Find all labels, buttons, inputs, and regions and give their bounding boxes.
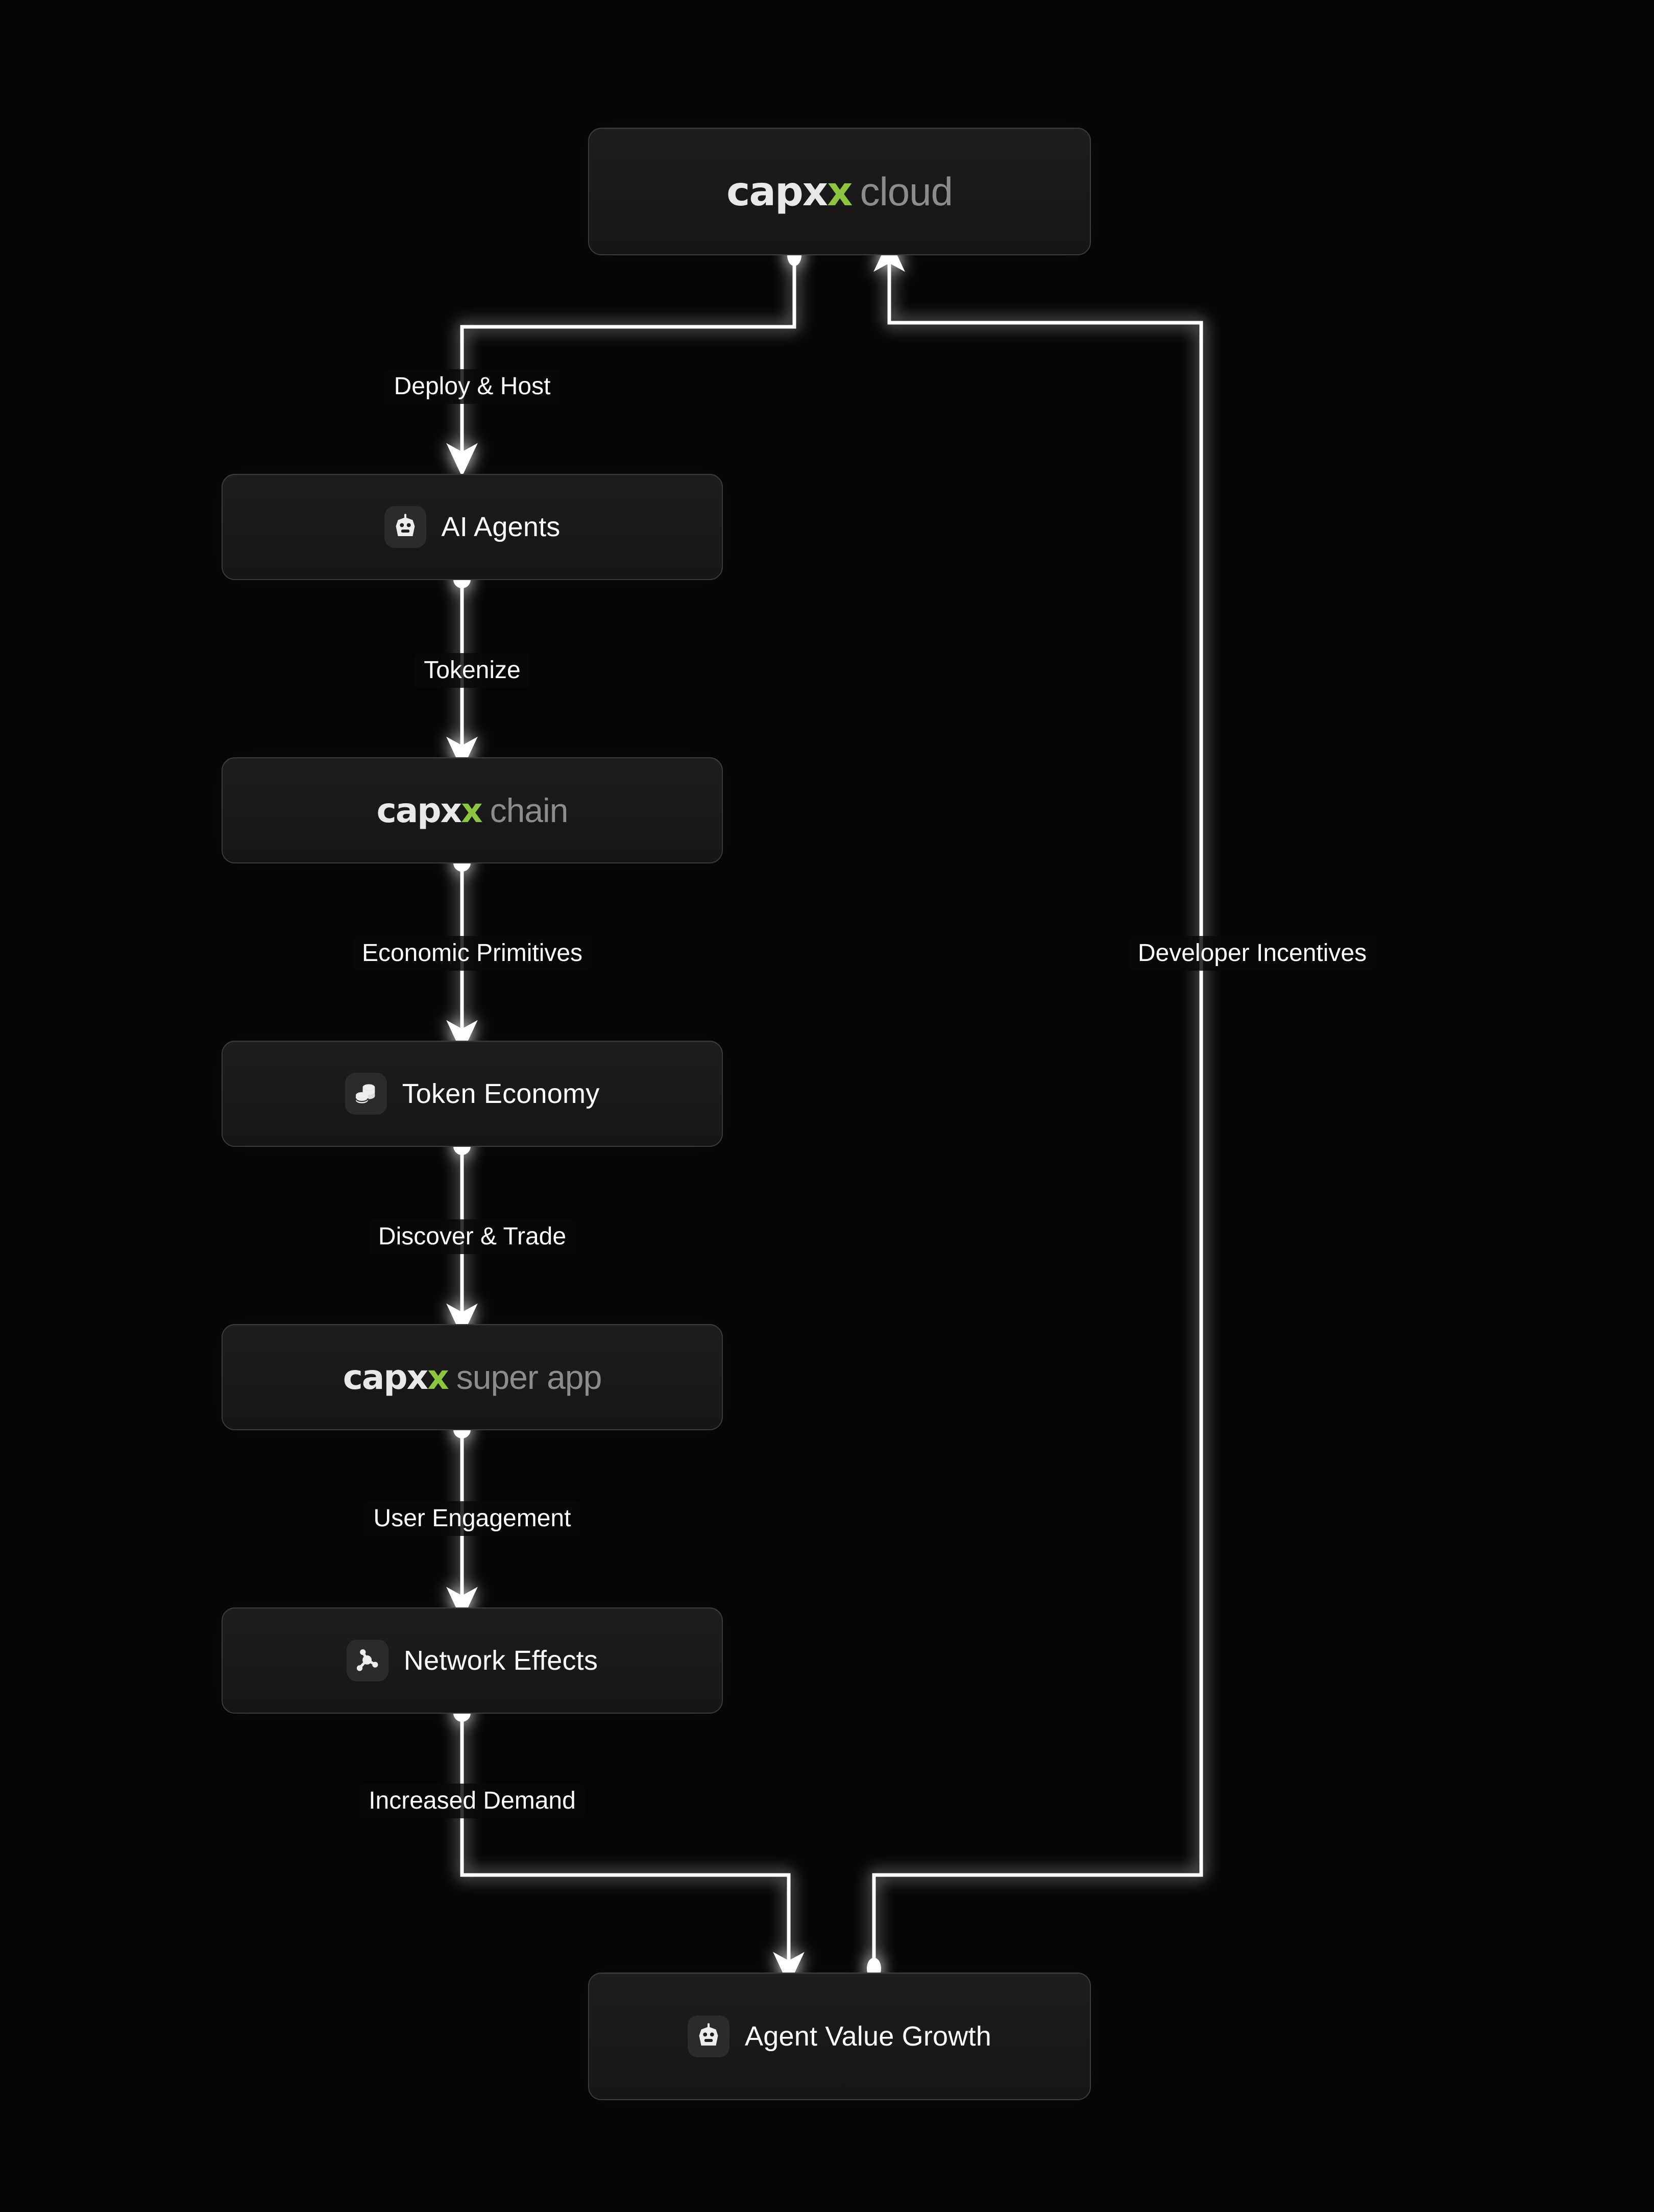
node-label: Network Effects: [403, 1645, 598, 1676]
node-label: AI Agents: [441, 512, 561, 542]
node-label: Agent Value Growth: [745, 2021, 991, 2052]
edge-deploy-and-host: [446, 255, 796, 477]
node-content: AI Agents: [384, 506, 561, 548]
robot-icon: [688, 2015, 730, 2057]
node-content: Agent Value Growth: [688, 2015, 991, 2057]
edge-label-deploy-and-host: Deploy & Host: [384, 369, 560, 404]
wordmark-brand: capx: [376, 790, 462, 830]
edge-developer-incentives: [872, 238, 1203, 1968]
wordmark-brand: capx: [343, 1357, 428, 1397]
node-ai-agents[interactable]: AI Agents: [222, 474, 723, 580]
coins-icon: [345, 1073, 387, 1115]
wordmark-brand: capx: [726, 169, 828, 215]
wordmark-x: x: [827, 169, 853, 215]
edge-label-discover-and-trade: Discover & Trade: [369, 1219, 576, 1254]
wordmark-suffix: chain: [490, 791, 569, 829]
node-label: Token Economy: [402, 1078, 600, 1109]
node-token-economy[interactable]: Token Economy: [222, 1041, 723, 1147]
wordmark-suffix: cloud: [860, 169, 953, 214]
node-agent-value-growth[interactable]: Agent Value Growth: [588, 1973, 1091, 2100]
edge-label-tokenize: Tokenize: [415, 653, 530, 688]
edge-label-developer-incentives: Developer Incentives: [1128, 936, 1376, 971]
edge-label-increased-demand: Increased Demand: [359, 1784, 585, 1818]
wordmark-x: x: [461, 790, 483, 830]
edge-increased-demand: [460, 1713, 805, 1986]
node-network-effects[interactable]: Network Effects: [222, 1607, 723, 1714]
node-content: Token Economy: [345, 1073, 600, 1115]
node-content: Network Effects: [346, 1640, 598, 1681]
network-nodes-icon: [346, 1640, 388, 1681]
edge-label-economic-primitives: Economic Primitives: [352, 936, 592, 971]
robot-icon: [384, 506, 426, 548]
wordmark-suffix: super app: [456, 1358, 602, 1396]
wordmark-x: x: [427, 1357, 449, 1397]
edge-label-user-engagement: User Engagement: [364, 1501, 580, 1536]
